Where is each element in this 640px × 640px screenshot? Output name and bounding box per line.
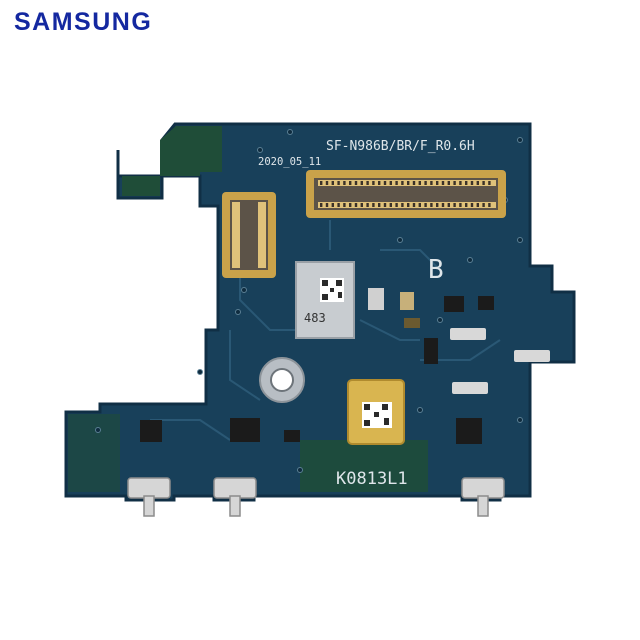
connector-pin	[470, 203, 474, 207]
serial-label: K0813L1	[336, 469, 408, 489]
connector-pin	[354, 203, 358, 207]
connector-pin	[337, 203, 340, 207]
connector-pin	[412, 181, 416, 185]
connector-pin	[459, 181, 462, 185]
connector-pin	[337, 181, 340, 185]
connector-pin	[395, 203, 398, 207]
connector-pin	[360, 203, 363, 207]
connector-pin	[476, 203, 479, 207]
connector-pin	[436, 203, 439, 207]
side-marker-label: B	[428, 255, 444, 285]
connector-pin	[424, 181, 427, 185]
connector-pin	[331, 203, 334, 207]
mounting-hole	[259, 357, 305, 403]
ground-plane	[68, 414, 120, 492]
connector-pin	[436, 181, 439, 185]
shield-chip: 483	[295, 261, 355, 339]
connector-pin	[343, 203, 346, 207]
ic-components	[140, 296, 494, 444]
connector-pin	[482, 181, 485, 185]
connector-pin	[430, 203, 433, 207]
connector-pin	[349, 181, 352, 185]
connector-pin	[349, 203, 352, 207]
connector-pin	[470, 181, 474, 185]
connector-pin	[325, 203, 329, 207]
samsung-logo: SAMSUNG	[14, 8, 153, 36]
connector-pin	[441, 181, 445, 185]
connector-pin	[441, 203, 445, 207]
connector-pin	[383, 181, 387, 185]
connector-pin	[488, 203, 491, 207]
connector-pin	[372, 181, 375, 185]
date-code-label: 2020_05_11	[258, 156, 321, 168]
connector-pin	[453, 203, 456, 207]
connector-pin	[401, 203, 404, 207]
ground-plane	[300, 440, 428, 492]
ground-plane	[122, 126, 222, 196]
connector-pin	[488, 181, 491, 185]
chip-marking-label: 483	[304, 311, 326, 325]
connector-pin	[412, 203, 416, 207]
connector-pin	[453, 181, 456, 185]
connector-pin	[465, 203, 468, 207]
side-connector	[222, 192, 276, 278]
connector-pin	[424, 203, 427, 207]
spring-contacts	[127, 477, 505, 517]
connector-pin	[354, 181, 358, 185]
passive-components	[368, 288, 550, 394]
microphone-module	[347, 379, 405, 445]
connector-pin	[395, 181, 398, 185]
connector-pin	[482, 203, 485, 207]
connector-pin	[383, 203, 387, 207]
connector-pin	[389, 203, 392, 207]
connector-pin	[320, 181, 323, 185]
connector-pin	[418, 181, 421, 185]
connector-pin	[372, 203, 375, 207]
connector-pin	[360, 181, 363, 185]
connector-pin	[401, 181, 404, 185]
board-connector	[306, 170, 506, 218]
connector-pin	[407, 181, 410, 185]
connector-pin	[343, 181, 346, 185]
connector-pin	[366, 181, 369, 185]
connector-pin	[331, 181, 334, 185]
connector-pin	[476, 181, 479, 185]
connector-pin	[378, 181, 381, 185]
connector-pin	[459, 203, 462, 207]
connector-pin	[447, 203, 450, 207]
connector-pin	[465, 181, 468, 185]
connector-pin	[389, 181, 392, 185]
connector-pin	[447, 181, 450, 185]
connector-pin	[430, 181, 433, 185]
connector-pin	[378, 203, 381, 207]
connector-pin	[418, 203, 421, 207]
part-code-label: SF-N986B/BR/F_R0.6H	[326, 139, 475, 154]
connector-pin	[320, 203, 323, 207]
connector-pin	[366, 203, 369, 207]
connector-pin	[407, 203, 410, 207]
connector-pin	[325, 181, 329, 185]
